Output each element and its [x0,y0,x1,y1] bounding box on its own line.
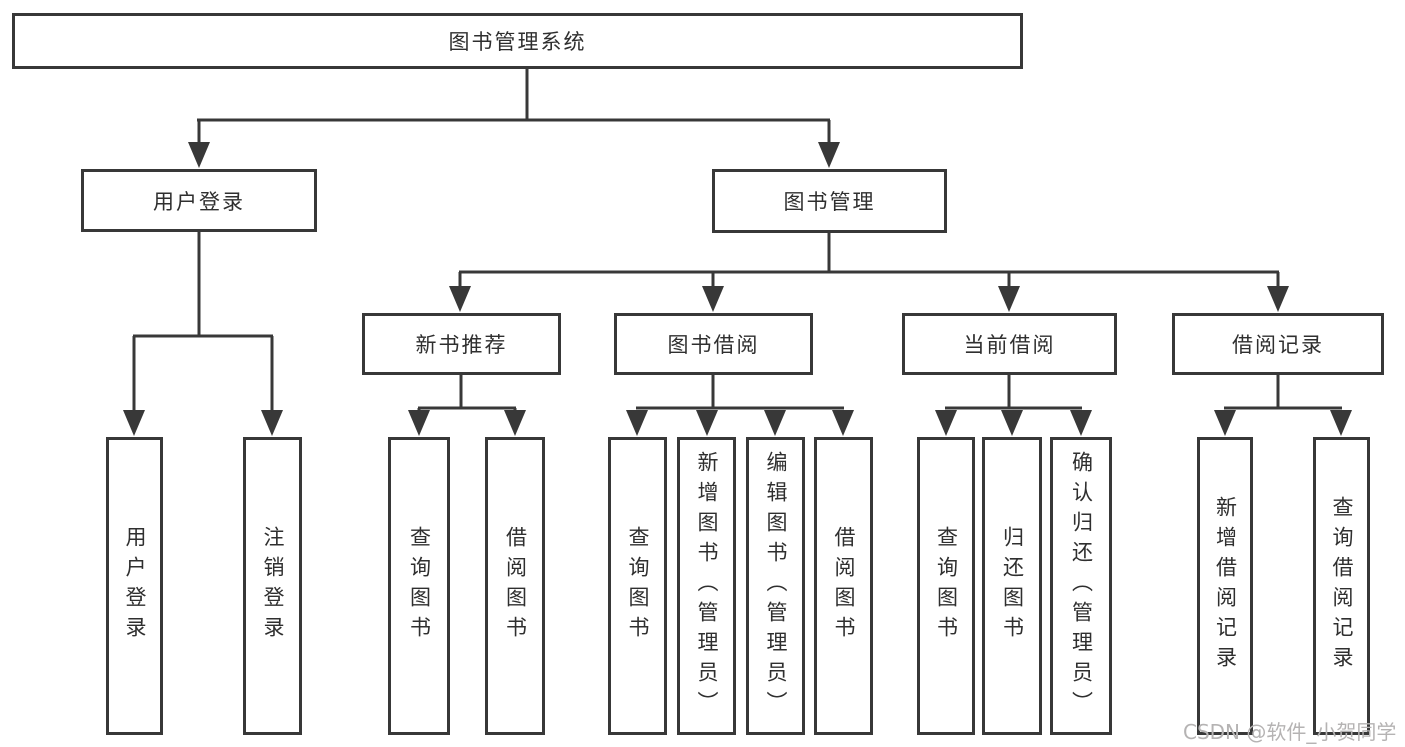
csdn-watermark: CSDN @软件_小贺同学 [1183,720,1397,744]
node-label: 新书推荐 [415,333,508,357]
leaf-record-add-borrow-record: 新增借阅记录 [1197,437,1253,735]
node-user-login: 用户登录 [81,169,317,232]
leaf-label: 新增借阅记录 [1213,496,1238,676]
connector-borrowrecord-to-leaves [1214,375,1352,436]
leaf-current-return-book: 归还图书 [982,437,1042,735]
connector-currentborrow-to-leaves [935,375,1092,436]
leaf-record-query-borrow-record: 查询借阅记录 [1313,437,1370,735]
leaf-borrow-query-book: 查询图书 [608,437,667,735]
leaf-label: 查询图书 [626,526,650,646]
node-label: 图书管理系统 [448,30,587,54]
leaf-label: 查询借阅记录 [1330,496,1354,676]
leaf-label: 确认归还（管理员） [1069,451,1094,721]
leaf-label: 借阅图书 [832,526,856,646]
node-book-management: 图书管理 [712,169,947,233]
leaf-borrow-edit-book-admin: 编辑图书（管理员） [746,437,805,735]
node-current-borrow: 当前借阅 [902,313,1117,375]
leaf-label: 用户登录 [123,526,147,646]
node-label: 图书管理 [783,190,876,214]
leaf-label: 编辑图书（管理员） [764,451,788,721]
node-book-borrow: 图书借阅 [614,313,813,375]
leaf-current-confirm-return-admin: 确认归还（管理员） [1050,437,1112,735]
leaf-label: 查询图书 [407,526,432,646]
leaf-current-query-book: 查询图书 [917,437,975,735]
leaf-label: 查询图书 [934,526,959,646]
leaf-label: 借阅图书 [503,526,528,646]
connector-newbook-to-leaves [408,375,526,436]
leaf-borrow-borrow-book: 借阅图书 [814,437,873,735]
connector-bookmgmt-to-level3 [449,233,1289,312]
leaf-newbook-borrow-book: 借阅图书 [485,437,545,735]
node-label: 用户登录 [153,189,245,214]
leaf-label: 新增图书（管理员） [695,451,719,721]
node-label: 当前借阅 [963,333,1056,357]
node-label: 借阅记录 [1232,333,1324,357]
node-new-book-recommend: 新书推荐 [362,313,561,375]
leaf-borrow-add-book-admin: 新增图书（管理员） [677,437,736,735]
leaf-user-login: 用户登录 [106,437,163,735]
leaf-logout: 注销登录 [243,437,302,735]
node-borrow-record: 借阅记录 [1172,313,1384,375]
connector-bookborrow-to-leaves [626,375,854,436]
connector-root-to-level2 [188,69,840,168]
leaf-label: 注销登录 [261,526,285,646]
connector-userlogin-to-leaves [123,232,283,436]
node-label: 图书借阅 [667,333,760,357]
leaf-newbook-query-book: 查询图书 [388,437,450,735]
leaf-label: 归还图书 [1000,526,1025,646]
node-root-library-system: 图书管理系统 [12,13,1023,69]
